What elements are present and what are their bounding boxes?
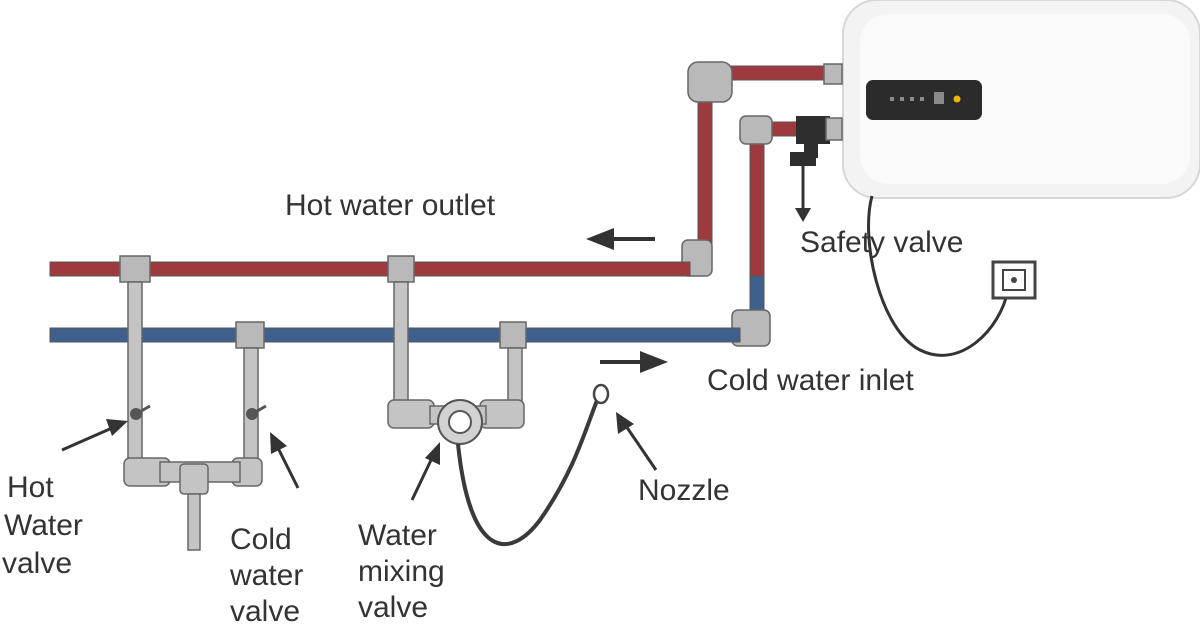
safety-valve-body: [790, 116, 843, 222]
pointer-cold-valve: [270, 432, 300, 489]
pointer-hot-valve: [61, 419, 128, 452]
label-hot-water-outlet: Hot water outlet: [285, 189, 496, 222]
hot-pipe-riser: [681, 61, 843, 277]
cold-pipe-riser: [731, 115, 811, 347]
indicator-light: [953, 95, 961, 103]
nozzle-head: [592, 383, 610, 405]
label-cold-water-inlet: Cold water inlet: [707, 364, 914, 397]
hot-main-pipe: [49, 255, 691, 283]
faucet-branch-left: [123, 281, 263, 551]
cold-flow-arrow: [600, 351, 668, 373]
hot-water-valve-handle: [130, 404, 151, 420]
label-nozzle: Nozzle: [638, 474, 730, 507]
label-cold-water-valve: Cold water valve: [229, 523, 312, 628]
power-socket: [991, 260, 1037, 300]
water-heater: [842, 0, 1200, 199]
mixing-valve-body: [437, 399, 483, 445]
pointer-nozzle: [616, 412, 658, 471]
label-hot-water-valve: Hot Water valve: [2, 471, 91, 580]
hot-flow-arrow: [586, 228, 655, 250]
power-cable: [867, 195, 1010, 357]
label-safety-valve: Safety valve: [800, 226, 963, 259]
mixing-valve-branch: [387, 281, 525, 429]
pointer-mixing-valve: [410, 442, 440, 501]
cold-water-valve-handle: [246, 404, 267, 420]
shower-hose: [456, 397, 600, 546]
label-water-mixing-valve: Water mixing valve: [358, 519, 453, 624]
